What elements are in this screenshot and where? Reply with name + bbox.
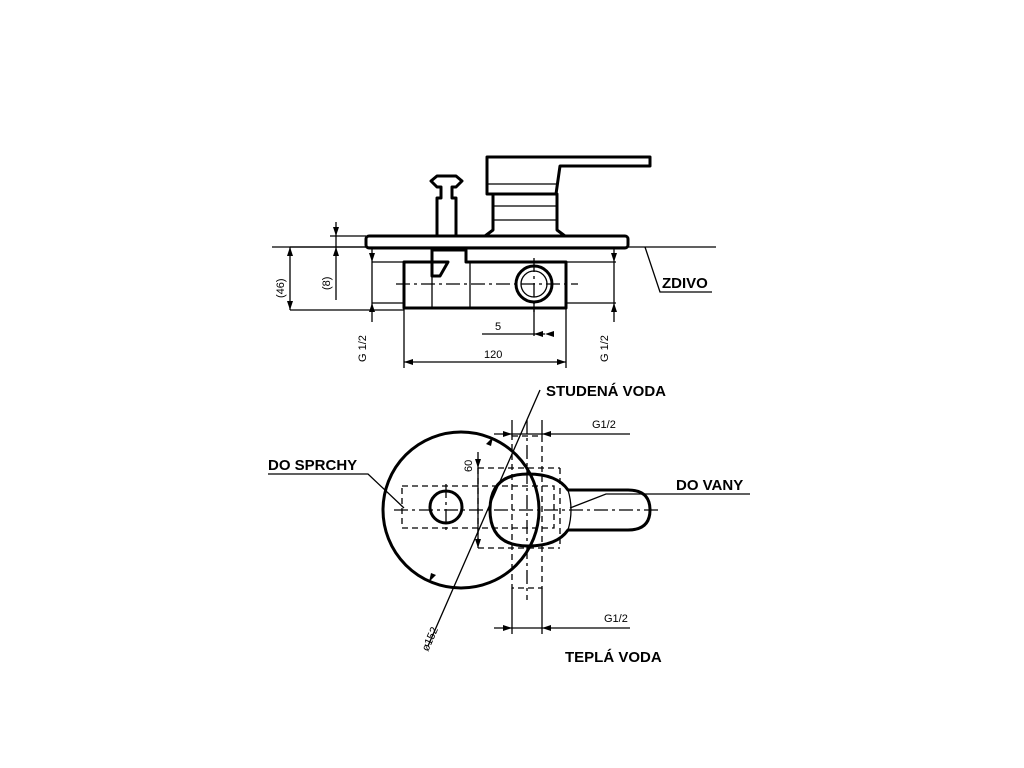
dim-offset: 5 [495, 321, 501, 333]
dim-width: 120 [484, 349, 502, 361]
label-hot-water: TEPLÁ VODA [565, 649, 662, 666]
cartridge-body [483, 192, 567, 238]
cover-plate [364, 234, 630, 250]
dim-spacing: 60 [463, 460, 475, 472]
dim-depth-plate: (8) [321, 277, 333, 290]
lever-handle [485, 155, 652, 196]
dim-depth-total: (46) [275, 278, 287, 298]
label-wall: ZDIVO [662, 275, 708, 292]
diameter-line [427, 389, 541, 647]
dim-diameter: ø152 [420, 625, 441, 653]
front-view [268, 389, 750, 647]
label-to-bath: DO VANY [676, 477, 743, 494]
diverter-knob [429, 174, 464, 238]
label-to-shower: DO SPRCHY [268, 457, 357, 474]
label-cold-water: STUDENÁ VODA [546, 383, 666, 400]
dim-thread-left: G 1/2 [357, 335, 369, 362]
side-view [272, 155, 716, 368]
valve-body [402, 248, 568, 310]
dim-thread-bottom: G1/2 [604, 613, 628, 625]
dim-thread-top: G1/2 [592, 419, 616, 431]
dim-thread-right: G 1/2 [599, 335, 611, 362]
